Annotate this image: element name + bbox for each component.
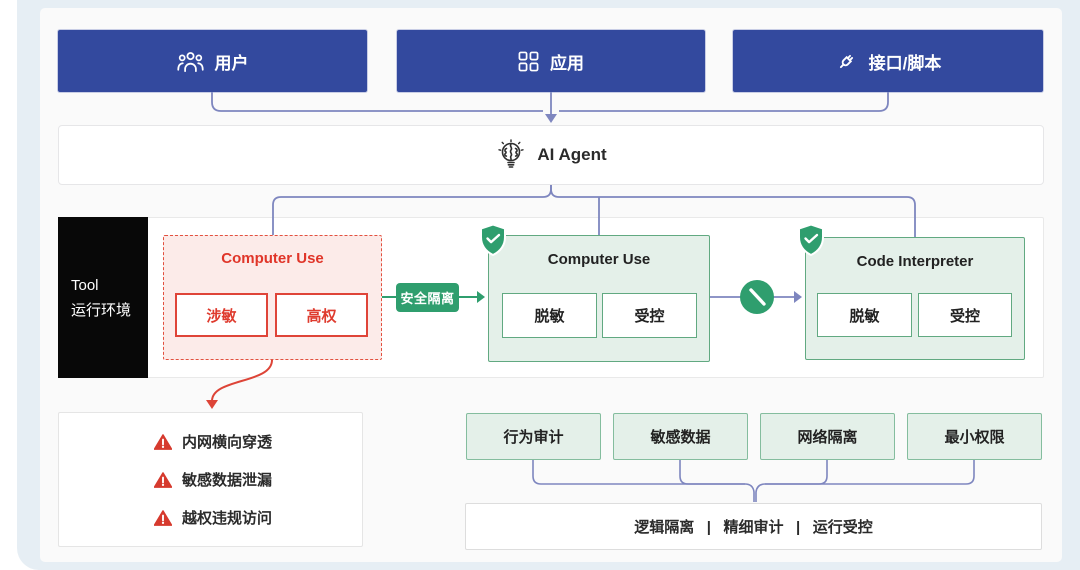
tag-desensitized: 脱敏 bbox=[817, 293, 912, 337]
source-box-apps: 应用 bbox=[397, 30, 705, 92]
risk-item-label: 敏感数据泄漏 bbox=[182, 472, 273, 489]
plug-icon bbox=[839, 54, 853, 68]
risk-item-label: 越权违规访问 bbox=[182, 510, 273, 527]
tool-env-line1: Tool bbox=[71, 276, 99, 294]
safe-tool-title: Code Interpreter bbox=[856, 253, 974, 270]
isolation-slash-icon bbox=[740, 280, 774, 314]
tag-sensitive: 涉敏 bbox=[175, 293, 268, 337]
safe-tool-title: Computer Use bbox=[547, 251, 651, 268]
tag-controlled: 受控 bbox=[602, 293, 697, 338]
source-label: 用户 bbox=[214, 53, 249, 73]
risk-item: 越权违规访问 bbox=[154, 507, 362, 528]
apps-icon bbox=[518, 51, 539, 71]
tool-env-label: Tool 运行环境 bbox=[58, 217, 148, 378]
warning-triangle-icon bbox=[154, 509, 172, 526]
source-box-users: 用户 bbox=[58, 30, 367, 92]
summary-box: 逻辑隔离 | 精细审计 | 运行受控 bbox=[465, 503, 1042, 550]
control-box-behavior-audit: 行为审计 bbox=[466, 413, 601, 460]
risk-item: 敏感数据泄漏 bbox=[154, 469, 362, 490]
tag-controlled: 受控 bbox=[918, 293, 1012, 337]
tag-high-privilege: 高权 bbox=[275, 293, 368, 337]
ai-agent-box: AI Agent bbox=[58, 125, 1044, 185]
source-label: 应用 bbox=[550, 53, 584, 73]
brain-bulb-icon bbox=[498, 139, 525, 168]
shield-check-icon bbox=[480, 223, 506, 257]
control-box-sensitive-data: 敏感数据 bbox=[613, 413, 748, 460]
security-isolation-badge: 安全隔离 bbox=[396, 283, 459, 312]
unsafe-tool-title: Computer Use bbox=[221, 250, 324, 267]
source-box-api-script: 接口/脚本 bbox=[733, 30, 1043, 92]
risk-list-panel: 内网横向穿透 敏感数据泄漏 越权违规访问 bbox=[58, 412, 363, 547]
risk-item-label: 内网横向穿透 bbox=[182, 434, 273, 451]
users-icon bbox=[176, 51, 204, 72]
tool-env-line2: 运行环境 bbox=[71, 301, 132, 319]
tag-desensitized: 脱敏 bbox=[502, 293, 597, 338]
source-label: 接口/脚本 bbox=[868, 53, 942, 73]
ai-agent-label: AI Agent bbox=[537, 145, 607, 164]
control-box-least-privilege: 最小权限 bbox=[907, 413, 1042, 460]
control-box-network-isolation: 网络隔离 bbox=[760, 413, 895, 460]
warning-triangle-icon bbox=[154, 471, 172, 488]
shield-check-icon bbox=[798, 223, 824, 257]
risk-item: 内网横向穿透 bbox=[154, 431, 362, 452]
warning-triangle-icon bbox=[154, 433, 172, 450]
